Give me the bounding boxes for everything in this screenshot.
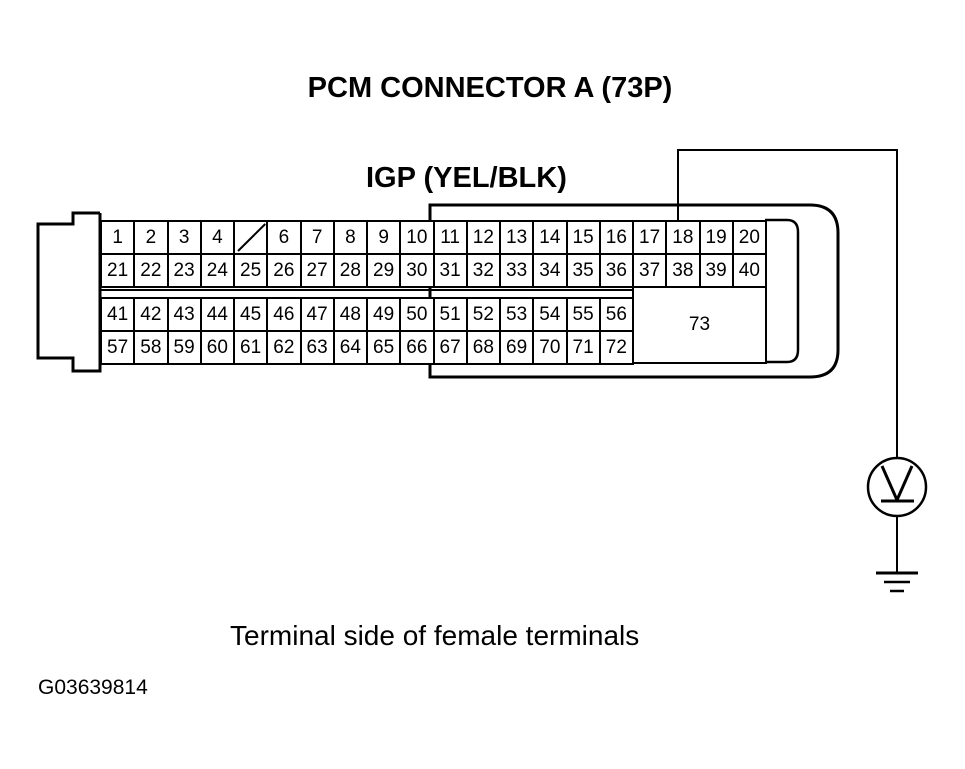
terminal-32: 32 (465, 253, 501, 288)
connector-housing-left (36, 211, 102, 373)
figure-id: G03639814 (38, 676, 148, 699)
connector-housing-right (428, 203, 840, 379)
terminal-40: 40 (731, 253, 767, 288)
terminal-21: 21 (100, 253, 136, 288)
terminal-42: 42 (133, 297, 169, 332)
voltmeter-icon (866, 456, 928, 518)
empty-slot-icon (237, 223, 266, 252)
terminal-9: 9 (366, 220, 402, 255)
terminal-46: 46 (266, 297, 302, 332)
terminal-7: 7 (299, 220, 335, 255)
terminal-17: 17 (632, 220, 668, 255)
probe-wire (677, 149, 898, 459)
terminal-3: 3 (166, 220, 202, 255)
terminal-empty (233, 220, 269, 255)
terminal-60: 60 (199, 330, 235, 365)
terminal-13: 13 (499, 220, 535, 255)
terminal-53: 53 (499, 297, 535, 332)
terminal-6: 6 (266, 220, 302, 255)
terminal-37: 37 (632, 253, 668, 288)
terminal-49: 49 (366, 297, 402, 332)
terminal-33: 33 (499, 253, 535, 288)
terminal-61: 61 (233, 330, 269, 365)
terminal-15: 15 (565, 220, 601, 255)
terminal-23: 23 (166, 253, 202, 288)
terminal-57: 57 (100, 330, 136, 365)
terminal-59: 59 (166, 330, 202, 365)
terminal-19: 19 (698, 220, 734, 255)
terminal-4: 4 (199, 220, 235, 255)
terminal-10: 10 (399, 220, 435, 255)
terminal-38: 38 (665, 253, 701, 288)
terminal-20: 20 (731, 220, 767, 255)
terminal-39: 39 (698, 253, 734, 288)
terminal-56: 56 (598, 297, 634, 332)
terminal-45: 45 (233, 297, 269, 332)
terminal-36: 36 (598, 253, 634, 288)
terminal-51: 51 (432, 297, 468, 332)
terminal-24: 24 (199, 253, 235, 288)
terminal-72: 72 (598, 330, 634, 365)
terminal-67: 67 (432, 330, 468, 365)
terminal-71: 71 (565, 330, 601, 365)
terminal-12: 12 (465, 220, 501, 255)
terminal-16: 16 (598, 220, 634, 255)
terminal-34: 34 (532, 253, 568, 288)
terminal-47: 47 (299, 297, 335, 332)
terminal-41: 41 (100, 297, 136, 332)
terminal-30: 30 (399, 253, 435, 288)
terminal-29: 29 (366, 253, 402, 288)
terminal-69: 69 (499, 330, 535, 365)
diagram-title: PCM CONNECTOR A (73P) (307, 72, 673, 104)
terminal-65: 65 (366, 330, 402, 365)
wire-label: IGP (YEL/BLK) (366, 162, 567, 194)
terminal-64: 64 (332, 330, 368, 365)
terminal-2: 2 (133, 220, 169, 255)
terminal-35: 35 (565, 253, 601, 288)
view-caption: Terminal side of female terminals (230, 620, 640, 651)
terminal-8: 8 (332, 220, 368, 255)
terminal-70: 70 (532, 330, 568, 365)
terminal-18: 18 (665, 220, 701, 255)
terminal-68: 68 (465, 330, 501, 365)
terminal-62: 62 (266, 330, 302, 365)
terminal-31: 31 (432, 253, 468, 288)
terminal-55: 55 (565, 297, 601, 332)
terminal-25: 25 (233, 253, 269, 288)
terminal-26: 26 (266, 253, 302, 288)
terminal-73: 73 (632, 286, 767, 364)
terminal-58: 58 (133, 330, 169, 365)
terminal-44: 44 (199, 297, 235, 332)
terminal-50: 50 (399, 297, 435, 332)
terminal-22: 22 (133, 253, 169, 288)
terminal-27: 27 (299, 253, 335, 288)
ground-icon (876, 571, 918, 593)
terminal-14: 14 (532, 220, 568, 255)
terminal-54: 54 (532, 297, 568, 332)
terminal-66: 66 (399, 330, 435, 365)
terminal-28: 28 (332, 253, 368, 288)
terminal-43: 43 (166, 297, 202, 332)
terminal-48: 48 (332, 297, 368, 332)
terminal-63: 63 (299, 330, 335, 365)
terminal-11: 11 (432, 220, 468, 255)
terminal-52: 52 (465, 297, 501, 332)
terminal-1: 1 (100, 220, 136, 255)
